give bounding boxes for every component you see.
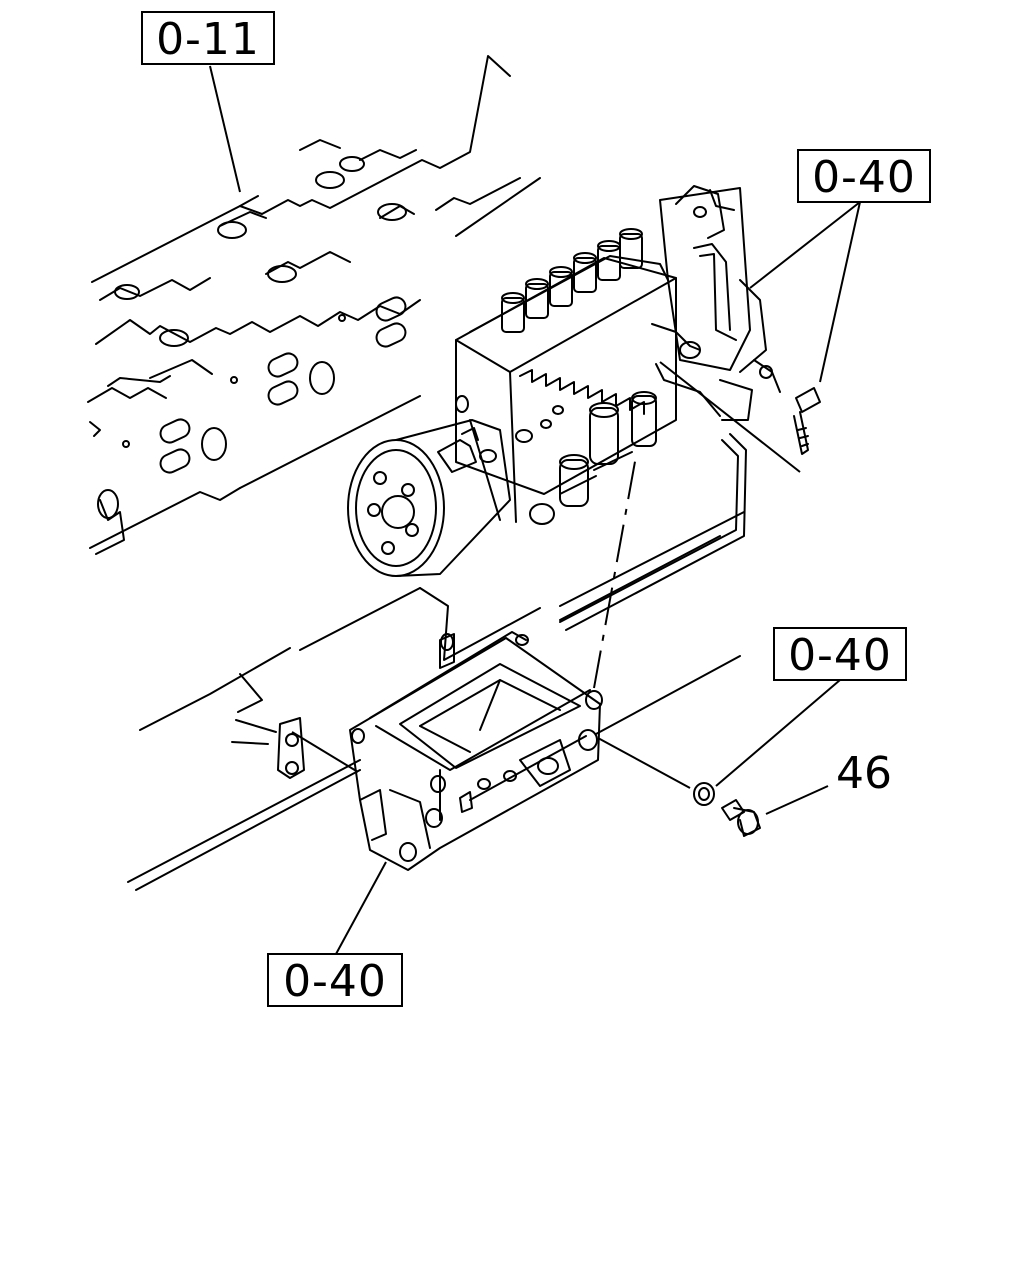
reference-label: 0-40 [788, 630, 892, 681]
bolt-46 [721, 799, 761, 837]
reference-box-top-left: 0-11 [141, 11, 275, 65]
cylinder-block-outline [87, 55, 747, 891]
alignment-lines [291, 361, 801, 789]
pump-bracket [349, 631, 603, 871]
bolt-upper [793, 387, 821, 455]
reference-label: 0-40 [812, 152, 916, 203]
reference-label: 0-40 [283, 956, 387, 1007]
injection-pump [347, 185, 781, 577]
reference-label: 0-11 [156, 14, 260, 65]
washer [693, 782, 715, 806]
reference-box-mid-right: 0-40 [773, 627, 907, 681]
reference-box-bottom: 0-40 [267, 953, 403, 1007]
reference-box-top-right: 0-40 [797, 149, 931, 203]
part-number-46: 46 [836, 748, 892, 799]
leader-lines [209, 65, 861, 955]
plunger-barrels [501, 228, 643, 333]
